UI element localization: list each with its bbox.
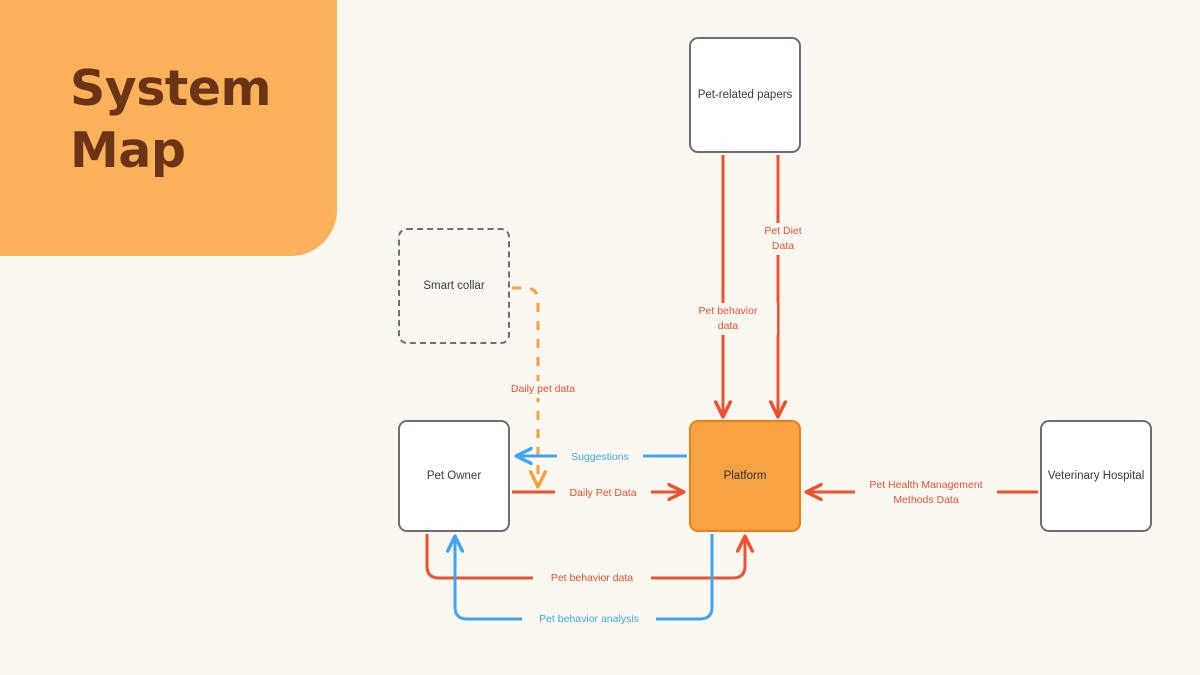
- edge-label-pet-diet-data: Pet Diet Data: [740, 223, 826, 255]
- node-veterinary-hospital[interactable]: Veterinary Hospital: [1040, 420, 1152, 532]
- title-panel: System Map: [0, 0, 337, 256]
- edge-label-pet-behavior-analysis: Pet behavior analysis: [522, 611, 656, 628]
- edge-label-pet-behavior-data-bottom: Pet behavior data: [533, 570, 651, 587]
- edge-label-daily-pet-data-owner: Daily Pet Data: [555, 485, 651, 502]
- node-label: Veterinary Hospital: [1047, 470, 1145, 482]
- node-pet-related-papers[interactable]: Pet-related papers: [689, 37, 801, 153]
- page-title: System Map: [70, 60, 272, 179]
- node-smart-collar[interactable]: Smart collar: [398, 228, 510, 344]
- node-label: Pet-related papers: [697, 89, 793, 101]
- node-pet-owner[interactable]: Pet Owner: [398, 420, 510, 532]
- edge-collar-daily: [512, 286, 538, 486]
- edge-label-pet-behavior-data-top: Pet behavior data: [679, 303, 777, 335]
- edge-label-suggestions: Suggestions: [557, 449, 643, 466]
- node-label: Platform: [723, 470, 767, 482]
- edge-label-pet-health-management: Pet Health Management Methods Data: [855, 477, 997, 509]
- node-platform[interactable]: Platform: [689, 420, 801, 532]
- node-label: Pet Owner: [426, 470, 482, 482]
- edge-label-daily-pet-data-collar: Daily pet data: [487, 381, 599, 398]
- node-label: Smart collar: [423, 280, 485, 292]
